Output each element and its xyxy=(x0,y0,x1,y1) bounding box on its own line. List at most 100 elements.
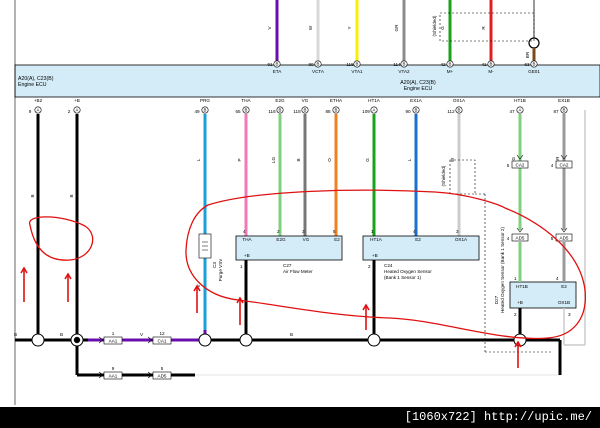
bus-junction-0 xyxy=(31,333,45,347)
bottom-pin-name-11: EX1B xyxy=(558,98,570,103)
conn-ad5-1-pin: 4 xyxy=(507,236,510,241)
bottom-pin-circle-10 xyxy=(516,106,524,114)
conn-ca2-1-chevron xyxy=(516,154,524,160)
d27-pin-1: E2 xyxy=(561,284,567,289)
bottom-pin-num-7: 109 xyxy=(362,109,370,114)
top-pin-num-6: 63 xyxy=(524,62,530,67)
bottom-pin-num-2: 49 xyxy=(194,109,200,114)
conn-ad5-2-box xyxy=(555,233,573,242)
conn-ad5-1-box xyxy=(511,233,529,242)
conn-ca2-2-label: CA2 xyxy=(560,163,569,168)
top-shield-box xyxy=(439,12,535,42)
bottom-pin-circle-5-num: B xyxy=(304,108,307,113)
conn-ca2-1-label: CA2 xyxy=(516,163,525,168)
c27-pin-num-3: 5 xyxy=(333,229,336,234)
bottom-wire-label-6: O xyxy=(327,158,332,162)
top-wire-label-2: Y xyxy=(347,26,352,29)
c27-pin-2: VG xyxy=(303,237,310,242)
bottom-pin-num-6: 88 xyxy=(325,109,331,114)
c27-plusb: +B xyxy=(244,253,250,258)
c3-sub: Purge VSV xyxy=(218,258,223,282)
conn-ca2-2-pin: 4 xyxy=(551,163,554,168)
top-pin-num-5: 41 xyxy=(481,62,487,67)
bus-ad5-3-chevron xyxy=(147,371,153,379)
conn-ad5-2-pin: 5 xyxy=(551,236,554,241)
bottom-pin-circle-11 xyxy=(560,106,568,114)
bottom-pin-num-11: 87 xyxy=(553,109,559,114)
c3-wire-label: V xyxy=(196,284,201,288)
red-arrow-6-head xyxy=(514,340,522,348)
top-wire-label-5: R xyxy=(481,26,486,30)
conn-ad5-1-chevron xyxy=(516,227,524,233)
d27-pin-num-2: 3 xyxy=(568,312,571,317)
bus-junction-2 xyxy=(198,333,212,347)
top-pin-num-4: 42 xyxy=(440,62,446,67)
bus-splice-dot xyxy=(73,336,81,344)
c24-label: C24 xyxy=(384,263,393,268)
bottom-pin-num-3: 65 xyxy=(235,109,241,114)
c27-pin-1: E2G xyxy=(276,237,286,242)
bus-aa1-1-pin: 1 xyxy=(112,331,115,336)
bottom-pin-num-0: 9 xyxy=(29,109,32,114)
red-circle-left xyxy=(29,216,94,261)
bus-wire-mid: B xyxy=(60,332,63,337)
bottom-pin-name-1: +B xyxy=(74,98,80,103)
top-pin-circle-5-num: B xyxy=(490,62,493,67)
bus-aa1-1-label: AA1 xyxy=(109,339,118,344)
bottom-pin-circle-8-num: B xyxy=(415,108,418,113)
top-pin-name-3: VTA2 xyxy=(398,69,410,74)
conn-ca2-1-box xyxy=(511,160,529,169)
bottom-pin-circle-1 xyxy=(73,106,81,114)
top-pin-circle-1-num: B xyxy=(317,62,320,67)
c24-pin-num-0: 1 xyxy=(371,229,374,234)
bottom-pin-circle-0-num: A xyxy=(37,108,40,113)
conn-ad5-2-chevron xyxy=(560,227,568,233)
bottom-wire-label-8: L xyxy=(407,158,412,161)
bottom-wire-label-3: P xyxy=(237,158,242,161)
mid-shield-box xyxy=(449,159,476,195)
c27-block xyxy=(235,235,343,261)
bottom-pin-num-10: 47 xyxy=(509,109,515,114)
bus-aa1-1-chevron xyxy=(98,336,104,344)
top-pin-name-2: VTA1 xyxy=(351,69,363,74)
bottom-pin-circle-0 xyxy=(34,106,42,114)
bottom-pin-circle-9-num: B xyxy=(458,108,461,113)
bus-ca1-chevron xyxy=(147,336,153,344)
bottom-wire-label-11: GR xyxy=(555,156,560,164)
c24-block xyxy=(362,235,480,261)
bottom-pin-circle-10-num: A xyxy=(519,108,522,113)
c24-pin-2: OX1A xyxy=(455,237,468,242)
top-pin-num-3: 114 xyxy=(393,62,401,67)
bottom-pin-circle-1-num: A xyxy=(76,108,79,113)
top-pin-name-0: ETA xyxy=(273,69,283,74)
bottom-pin-circle-9 xyxy=(455,106,463,114)
bottom-wire-label-1: B xyxy=(69,194,74,197)
bus-ca1-box xyxy=(152,336,172,345)
c24-sub: Heated Oxygen Sensor xyxy=(384,269,432,274)
bottom-pin-name-0: +B2 xyxy=(34,98,43,103)
bottom-wire-label-4: LG xyxy=(271,157,276,164)
c27-plusb-num: 1 xyxy=(240,264,243,269)
c24-pin-num-1: 4 xyxy=(413,229,416,234)
bottom-pin-name-6: ETHA xyxy=(330,98,343,103)
c24-plusb: +B xyxy=(372,253,378,258)
c24-pin-num-2: 3 xyxy=(456,229,459,234)
bottom-pin-num-9: 112 xyxy=(447,109,455,114)
bottom-pin-name-7: HT1A xyxy=(368,98,381,103)
bottom-wire-label-9: W xyxy=(450,157,455,162)
c24-pin-1: E2 xyxy=(415,237,421,242)
bottom-wire-label-0: B xyxy=(30,194,35,197)
bottom-pin-name-10: HT1B xyxy=(514,98,526,103)
bottom-pin-circle-4 xyxy=(276,106,284,114)
bottom-pin-circle-2-num: B xyxy=(204,108,207,113)
top-wire-label-4: G xyxy=(440,26,445,30)
red-arrow-1-head xyxy=(20,266,28,274)
c27-pin-3: E2 xyxy=(334,237,340,242)
bus-aa1-2-box xyxy=(103,371,123,380)
bottom-pin-name-9: OX1A xyxy=(453,98,466,103)
bottom-pin-circle-7 xyxy=(370,106,378,114)
top-pin-num-0: 91 xyxy=(267,62,273,67)
bottom-pin-num-8: 90 xyxy=(405,109,411,114)
bottom-pin-name-3: THA xyxy=(241,98,251,103)
bottom-pin-circle-4-num: B xyxy=(279,108,282,113)
